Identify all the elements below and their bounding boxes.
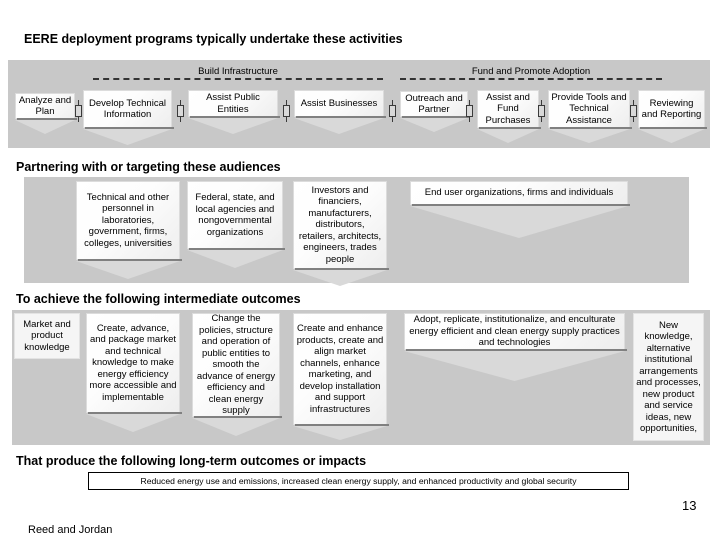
audience-box-body: Investors and financiers, manufacturers,…: [293, 181, 387, 269]
box-shadow-line: [189, 248, 285, 250]
outcome-box-label: Market and product knowledge: [23, 318, 71, 353]
connector-box: [177, 105, 184, 117]
audience-box-end-users[interactable]: End user organizations, firms and indivi…: [410, 181, 630, 238]
connector-arrow-3: [282, 100, 291, 122]
footer-author: Reed and Jordan: [28, 524, 113, 536]
activity-box-outreach-and-partner[interactable]: Outreach and Partner: [400, 91, 470, 132]
connector-arrow-5: [465, 100, 474, 122]
connector-box: [538, 105, 545, 117]
connector-arrow-7: [629, 100, 638, 122]
box-shadow-line: [194, 416, 282, 418]
box-shadow-line: [412, 204, 630, 206]
activity-box-body: Develop Technical Information: [83, 90, 172, 128]
activity-box-reviewing-and-reporting[interactable]: Reviewing and Reporting: [638, 90, 707, 143]
outcome-box-new-knowledge[interactable]: New knowledge, alternative institutional…: [633, 313, 704, 441]
activity-box-label: Assist and Fund Purchases: [485, 91, 531, 126]
box-shadow-line: [479, 127, 541, 129]
connector-arrow-2: [176, 100, 185, 122]
group-label-build-infrastructure: Build Infrastructure: [93, 66, 383, 80]
audience-box-body: Federal, state, and local agencies and n…: [187, 181, 283, 249]
activity-box-body: Provide Tools and Technical Assistance: [548, 90, 630, 128]
activity-box-label: Analyze and Plan: [18, 94, 72, 118]
connector-box: [466, 105, 473, 117]
outcome-box-label: Create and enhance products, create and …: [296, 323, 384, 415]
outcome-box-body: Create, advance, and package market and …: [86, 313, 180, 413]
activity-box-develop-technical-information[interactable]: Develop Technical Information: [83, 90, 174, 145]
section-4-heading: That produce the following long-term out…: [16, 454, 367, 468]
group-dashed-line: [400, 78, 662, 80]
activity-box-label: Assist Businesses: [300, 97, 378, 109]
activity-box-assist-businesses[interactable]: Assist Businesses: [294, 90, 386, 134]
activity-box-body: Reviewing and Reporting: [638, 90, 705, 128]
box-shadow-line: [295, 268, 389, 270]
connector-box: [283, 105, 290, 117]
group-label-text: Build Infrastructure: [198, 66, 278, 77]
audience-box-investors-manufacturers[interactable]: Investors and financiers, manufacturers,…: [293, 181, 389, 286]
box-shadow-line: [78, 259, 182, 261]
group-dashed-line: [93, 78, 383, 80]
box-shadow-line: [85, 127, 174, 129]
section-1-heading: EERE deployment programs typically under…: [24, 32, 403, 46]
outcome-box-market-product-knowledge[interactable]: Market and product knowledge: [14, 313, 80, 359]
activity-box-assist-and-fund-purchases[interactable]: Assist and Fund Purchases: [477, 90, 541, 143]
audience-box-body: Technical and other personnel in laborat…: [76, 181, 180, 260]
outcome-box-create-enhance-products[interactable]: Create and enhance products, create and …: [293, 313, 389, 440]
page-number: 13: [682, 498, 697, 513]
activity-box-analyze-and-plan[interactable]: Analyze and Plan: [15, 93, 77, 134]
audience-box-label: End user organizations, firms and indivi…: [424, 187, 614, 199]
outcome-box-body: Change the policies, structure and opera…: [192, 313, 280, 417]
outcome-box-body: New knowledge, alternative institutional…: [633, 313, 704, 441]
connector-arrow-1: [74, 100, 83, 122]
box-shadow-line: [296, 116, 386, 118]
activity-box-assist-public-entities[interactable]: Assist Public Entities: [188, 90, 280, 134]
outcome-box-label: Adopt, replicate, institutionalize, and …: [409, 314, 620, 349]
activity-box-body: Assist Public Entities: [188, 90, 278, 117]
outcome-box-change-policies[interactable]: Change the policies, structure and opera…: [192, 313, 282, 436]
connector-arrow-4: [388, 100, 397, 122]
outcome-box-label: New knowledge, alternative institutional…: [636, 319, 701, 435]
section-3-heading: To achieve the following intermediate ou…: [16, 292, 301, 306]
audience-box-federal-state-local[interactable]: Federal, state, and local agencies and n…: [187, 181, 285, 268]
activity-box-label: Reviewing and Reporting: [641, 97, 702, 121]
audience-box-technical-personnel[interactable]: Technical and other personnel in laborat…: [76, 181, 182, 279]
box-shadow-line: [295, 424, 389, 426]
outcome-box-label: Create, advance, and package market and …: [89, 322, 177, 403]
long-term-outcome-box[interactable]: Reduced energy use and emissions, increa…: [88, 472, 629, 490]
group-label-fund-and-promote-adoption: Fund and Promote Adoption: [400, 66, 662, 80]
activity-box-body: Analyze and Plan: [15, 93, 75, 119]
outcome-box-label: Change the policies, structure and opera…: [196, 313, 276, 417]
activity-box-body: Assist and Fund Purchases: [477, 90, 539, 128]
activity-box-label: Develop Technical Information: [89, 97, 166, 121]
activity-box-label: Assist Public Entities: [206, 92, 260, 115]
box-shadow-line: [406, 349, 627, 351]
audience-box-label: Technical and other personnel in laborat…: [84, 191, 172, 249]
box-shadow-line: [402, 116, 470, 118]
activity-box-body: Outreach and Partner: [400, 91, 468, 117]
connector-box: [630, 105, 637, 117]
long-term-outcome-label: Reduced energy use and emissions, increa…: [140, 476, 577, 486]
audience-box-body: End user organizations, firms and indivi…: [410, 181, 628, 205]
outcome-box-body: Adopt, replicate, institutionalize, and …: [404, 313, 625, 350]
box-shadow-line: [550, 127, 632, 129]
connector-box: [389, 105, 396, 117]
activity-box-provide-tools-and-technical-assistance[interactable]: Provide Tools and Technical Assistance: [548, 90, 632, 143]
connector-box: [75, 105, 82, 117]
group-label-text: Fund and Promote Adoption: [471, 66, 591, 77]
activity-box-label: Provide Tools and Technical Assistance: [551, 91, 627, 126]
connector-arrow-6: [537, 100, 546, 122]
box-shadow-line: [190, 116, 280, 118]
outcome-box-adopt-replicate[interactable]: Adopt, replicate, institutionalize, and …: [404, 313, 627, 381]
section-2-heading: Partnering with or targeting these audie…: [16, 160, 281, 174]
audience-box-label: Federal, state, and local agencies and n…: [195, 192, 275, 238]
box-shadow-line: [17, 118, 77, 120]
audience-box-label: Investors and financiers, manufacturers,…: [298, 184, 382, 265]
box-shadow-line: [640, 127, 707, 129]
outcome-box-create-advance-package[interactable]: Create, advance, and package market and …: [86, 313, 182, 432]
outcome-box-body: Create and enhance products, create and …: [293, 313, 387, 425]
box-shadow-line: [88, 412, 182, 414]
activity-box-body: Assist Businesses: [294, 90, 384, 117]
activity-box-label: Outreach and Partner: [405, 92, 463, 116]
outcome-box-body: Market and product knowledge: [14, 313, 80, 359]
